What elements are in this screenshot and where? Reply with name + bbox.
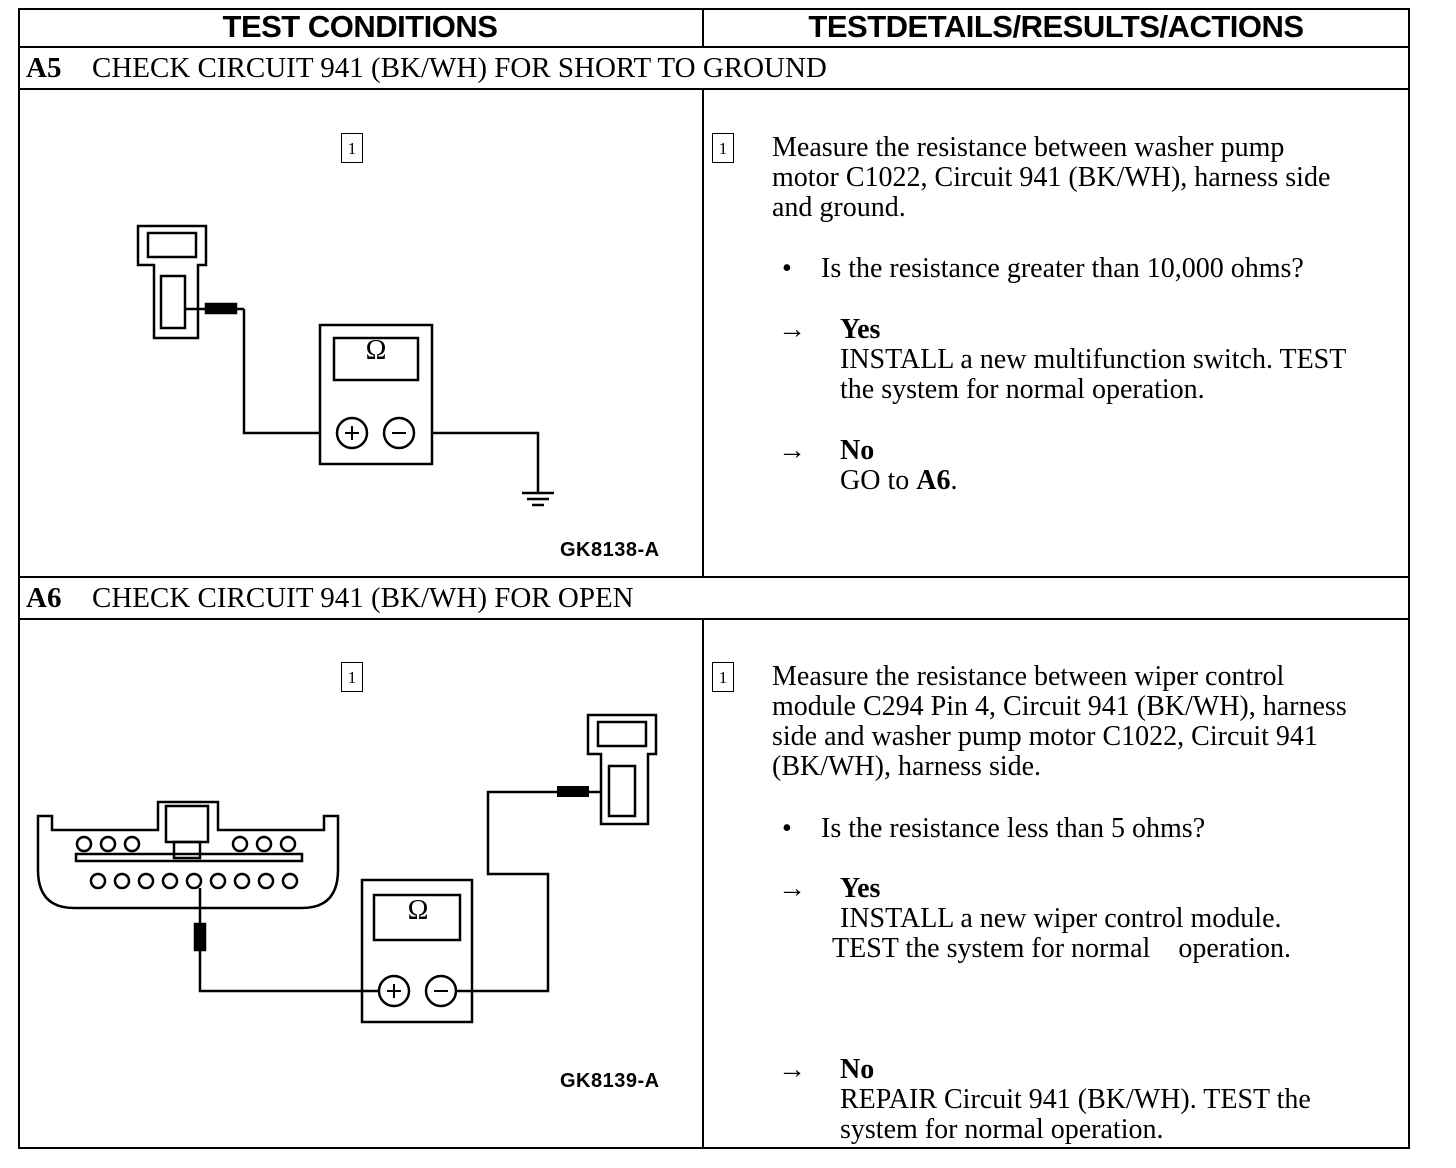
instruction-text: Measure the resistance between wiper con… — [772, 662, 1347, 782]
test-probe-icon — [586, 713, 658, 826]
no-block: No REPAIR Circuit 941 (BK/WH). TEST the … — [840, 1055, 1311, 1145]
instruction-line: and ground. — [772, 192, 906, 223]
yes-block: Yes INSTALL a new multifunction switch. … — [840, 315, 1346, 405]
ground-symbol-icon — [522, 491, 554, 507]
header-bottom-border — [18, 46, 1410, 48]
figure-step-number: 1 — [341, 662, 363, 692]
step-a5-title-row: A5 CHECK CIRCUIT 941 (BK/WH) FOR SHORT TO… — [26, 48, 827, 88]
yes-action-line: INSTALL a new wiper control module. — [840, 903, 1282, 934]
table-right-border — [1408, 8, 1410, 1149]
a5-wiring-diagram — [136, 224, 554, 507]
ground-lead-wire — [432, 431, 540, 493]
no-action-prefix: GO to — [840, 465, 917, 496]
figure-id: GK8139-A — [560, 1070, 660, 1092]
pin-probe-icon — [193, 888, 207, 952]
yes-action-line: INSTALL a new multifunction switch. TEST — [840, 344, 1347, 375]
connector-c294-icon — [36, 800, 340, 910]
ohm-symbol: Ω — [407, 895, 429, 926]
arrow-icon: → — [778, 873, 806, 904]
a5-bottom-border — [18, 576, 1410, 578]
yes-label: Yes — [840, 873, 881, 904]
step-code: A6 — [26, 582, 62, 614]
arrow-icon: → — [778, 1054, 806, 1085]
header-test-details: TESTDETAILS/RESULTS/ACTIONS — [808, 9, 1304, 44]
instruction-line: side and washer pump motor C1022, Circui… — [772, 721, 1318, 752]
a5-column-divider — [702, 88, 704, 576]
instruction-text: Measure the resistance between washer pu… — [772, 133, 1330, 223]
table-bottom-border — [18, 1147, 1410, 1149]
instruction-line: (BK/WH), harness side. — [772, 751, 1042, 782]
probe-lead-wire — [456, 790, 558, 993]
diagnostic-table: TEST CONDITIONS TESTDETAILS/RESULTS/ACTI… — [18, 8, 1410, 1149]
question-text: Is the resistance less than 5 ohms? — [821, 813, 1206, 844]
instruction-line: Measure the resistance between wiper con… — [772, 661, 1285, 692]
instruction-step-number: 1 — [712, 133, 734, 163]
figure-id: GK8138-A — [560, 539, 660, 561]
no-label: No — [840, 435, 875, 466]
step-title: CHECK CIRCUIT 941 (BK/WH) FOR SHORT TO G… — [92, 52, 827, 84]
probe-plug-icon — [557, 786, 589, 797]
a6-column-divider — [702, 618, 704, 1149]
table-top-border — [18, 8, 1410, 10]
yes-block: Yes INSTALL a new wiper control module. … — [832, 873, 1291, 964]
yes-label: Yes — [840, 314, 881, 345]
arrow-icon: → — [778, 435, 806, 466]
question-text: Is the resistance greater than 10,000 oh… — [821, 253, 1304, 284]
table-left-border — [18, 8, 20, 1149]
figure-step-number: 1 — [341, 133, 363, 163]
header-test-conditions: TEST CONDITIONS — [222, 9, 498, 44]
no-label: No — [840, 1054, 875, 1085]
bullet: • — [782, 813, 792, 844]
arrow-icon: → — [778, 314, 806, 345]
a6-title-bottom-border — [18, 618, 1410, 620]
no-action-target-link[interactable]: A6 — [916, 465, 951, 496]
no-action-line: REPAIR Circuit 941 (BK/WH). TEST the — [840, 1084, 1311, 1115]
instruction-line: motor C1022, Circuit 941 (BK/WH), harnes… — [772, 162, 1331, 193]
yes-action-line: the system for normal operation. — [840, 374, 1205, 405]
step-title: CHECK CIRCUIT 941 (BK/WH) FOR OPEN — [92, 582, 634, 614]
no-action-line: GO to A6. — [840, 466, 957, 496]
instruction-step-number: 1 — [712, 662, 734, 692]
yes-action-line: TEST the system for normal operation. — [832, 933, 1292, 964]
step-code: A5 — [26, 52, 62, 84]
test-probe-icon — [136, 224, 244, 340]
step-a6-title-row: A6 CHECK CIRCUIT 941 (BK/WH) FOR OPEN — [26, 578, 634, 618]
instruction-line: Measure the resistance between washer pu… — [772, 132, 1285, 163]
multimeter-icon — [360, 878, 474, 1024]
header-divider — [702, 8, 704, 46]
a5-title-bottom-border — [18, 88, 1410, 90]
no-block: No GO to A6. — [840, 436, 957, 496]
ohm-symbol: Ω — [365, 335, 387, 366]
no-action-line: system for normal operation. — [840, 1114, 1164, 1145]
no-action-suffix: . — [950, 465, 958, 496]
connector-lead-wire — [198, 950, 378, 993]
bullet: • — [782, 253, 792, 284]
instruction-line: module C294 Pin 4, Circuit 941 (BK/WH), … — [772, 691, 1347, 722]
a6-wiring-diagram — [36, 713, 658, 1024]
probe-lead-wire — [242, 309, 320, 435]
multimeter-icon — [318, 323, 434, 466]
